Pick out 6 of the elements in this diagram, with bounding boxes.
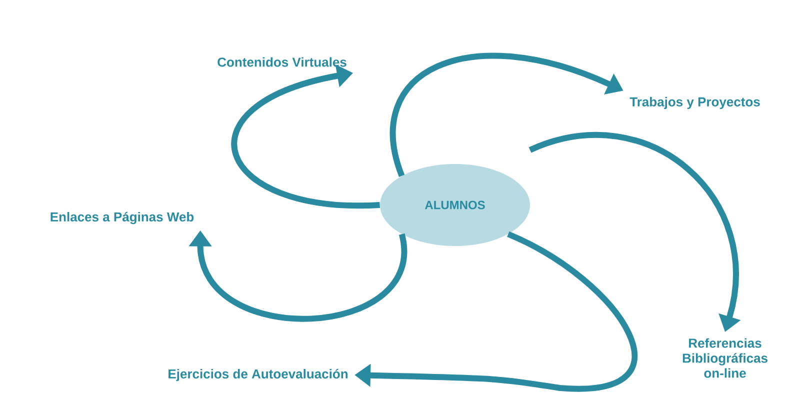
node-label: Contenidos Virtuales [218, 57, 346, 67]
curved-arrow [232, 64, 380, 208]
node-label: Enlaces a Páginas Web [50, 212, 194, 224]
node-label: Trabajos y Proyectos [630, 96, 760, 110]
node-label: Referencias Bibliográficas on-line [682, 338, 768, 378]
node-label: Ejercicios de Autoevaluación [168, 368, 348, 382]
